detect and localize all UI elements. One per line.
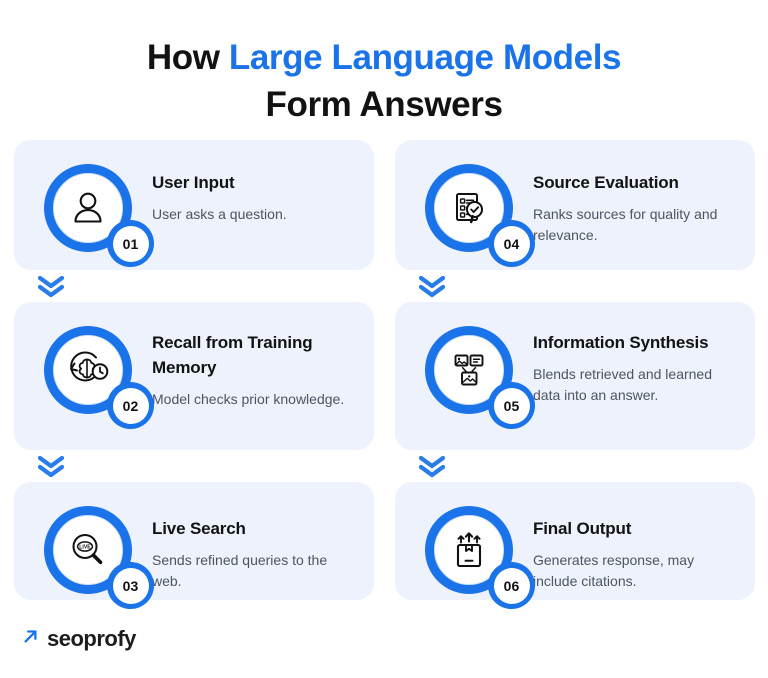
- step-badge-02: 02: [107, 382, 154, 429]
- icon-ring-01: [44, 164, 132, 252]
- step-description-03: Sends refined queries to the web.: [152, 552, 328, 589]
- double-chevron-down-icon: [395, 270, 755, 302]
- step-icon-cluster-06: 06: [413, 500, 535, 612]
- connector-slot-02-03: [14, 450, 374, 482]
- package-output-icon: [448, 529, 490, 571]
- step-icon-cluster-01: 01: [32, 158, 154, 270]
- step-description-05: Blends retrieved and learned data into a…: [533, 366, 713, 403]
- step-number-05: 05: [493, 387, 530, 424]
- icon-ring-06: [425, 506, 513, 594]
- brand-logo-text: seoprofy: [47, 626, 136, 651]
- step-number-02: 02: [112, 387, 149, 424]
- step-card-03[interactable]: LIVE 03 Live Search Sends refined querie…: [14, 482, 374, 609]
- step-card-02[interactable]: 02 Recall from Training Memory Model che…: [14, 302, 374, 450]
- title-line-1: How Large Language Models: [0, 34, 768, 81]
- title-line-2: Form Answers: [265, 85, 503, 124]
- step-card-04[interactable]: 04 Source Evaluation Ranks sources for q…: [395, 140, 755, 270]
- step-description-04: Ranks sources for quality and relevance.: [533, 206, 718, 243]
- page-title: How Large Language Models Form Answers: [0, 34, 768, 128]
- magnifier-live-icon: LIVE: [66, 529, 110, 571]
- step-title-02: Recall from Training Memory: [152, 333, 313, 377]
- step-title-05: Information Synthesis: [533, 333, 709, 352]
- step-title-01: User Input: [152, 173, 235, 192]
- brand-logo[interactable]: seoprofy: [22, 626, 136, 652]
- step-title-06: Final Output: [533, 519, 632, 538]
- step-badge-01: 01: [107, 220, 154, 267]
- step-description-02: Model checks prior knowledge.: [152, 391, 345, 407]
- step-text-03: Live Search Sends refined queries to the…: [152, 500, 358, 592]
- icon-ring-05: [425, 326, 513, 414]
- step-description-06: Generates response, may include citation…: [533, 552, 695, 589]
- double-chevron-down-icon: [14, 270, 374, 302]
- step-text-02: Recall from Training Memory Model checks…: [152, 320, 358, 410]
- step-icon-cluster-05: 05: [413, 320, 535, 432]
- connector-slot-01-02: [14, 270, 374, 302]
- step-number-03: 03: [112, 567, 149, 604]
- steps-column-right: 04 Source Evaluation Ranks sources for q…: [395, 140, 755, 609]
- step-card-05[interactable]: 05 Information Synthesis Blends retrieve…: [395, 302, 755, 450]
- step-card-01[interactable]: 01 User Input User asks a question.: [14, 140, 374, 270]
- step-card-06[interactable]: 06 Final Output Generates response, may …: [395, 482, 755, 609]
- step-title-03: Live Search: [152, 519, 246, 538]
- title-plain-text: How: [146, 38, 229, 77]
- step-badge-06: 06: [488, 562, 535, 609]
- step-badge-04: 04: [488, 220, 535, 267]
- diagonal-arrow-icon: [22, 628, 39, 650]
- step-icon-cluster-03: LIVE 03: [32, 500, 154, 612]
- step-text-04: Source Evaluation Ranks sources for qual…: [533, 158, 739, 246]
- step-badge-05: 05: [488, 382, 535, 429]
- step-badge-03: 03: [107, 562, 154, 609]
- double-chevron-down-icon: [14, 450, 374, 482]
- step-text-01: User Input User asks a question.: [152, 158, 358, 225]
- step-number-04: 04: [493, 225, 530, 262]
- step-description-01: User asks a question.: [152, 206, 287, 222]
- steps-column-left: 01 User Input User asks a question.: [14, 140, 374, 609]
- step-text-05: Information Synthesis Blends retrieved a…: [533, 320, 739, 406]
- double-chevron-down-icon: [395, 450, 755, 482]
- step-text-06: Final Output Generates response, may inc…: [533, 500, 739, 592]
- user-icon: [67, 187, 109, 229]
- step-icon-cluster-02: 02: [32, 320, 154, 432]
- title-accent-text: Large Language Models: [228, 38, 622, 77]
- step-title-04: Source Evaluation: [533, 173, 679, 192]
- step-number-06: 06: [493, 567, 530, 604]
- svg-text:LIVE: LIVE: [79, 545, 91, 551]
- checklist-magnifier-icon: [448, 187, 490, 229]
- step-icon-cluster-04: 04: [413, 158, 535, 270]
- connector-slot-05-06: [395, 450, 755, 482]
- icon-ring-02: [44, 326, 132, 414]
- merge-documents-icon: [448, 349, 490, 391]
- brain-memory-icon: [65, 349, 111, 391]
- step-number-01: 01: [112, 225, 149, 262]
- connector-slot-04-05: [395, 270, 755, 302]
